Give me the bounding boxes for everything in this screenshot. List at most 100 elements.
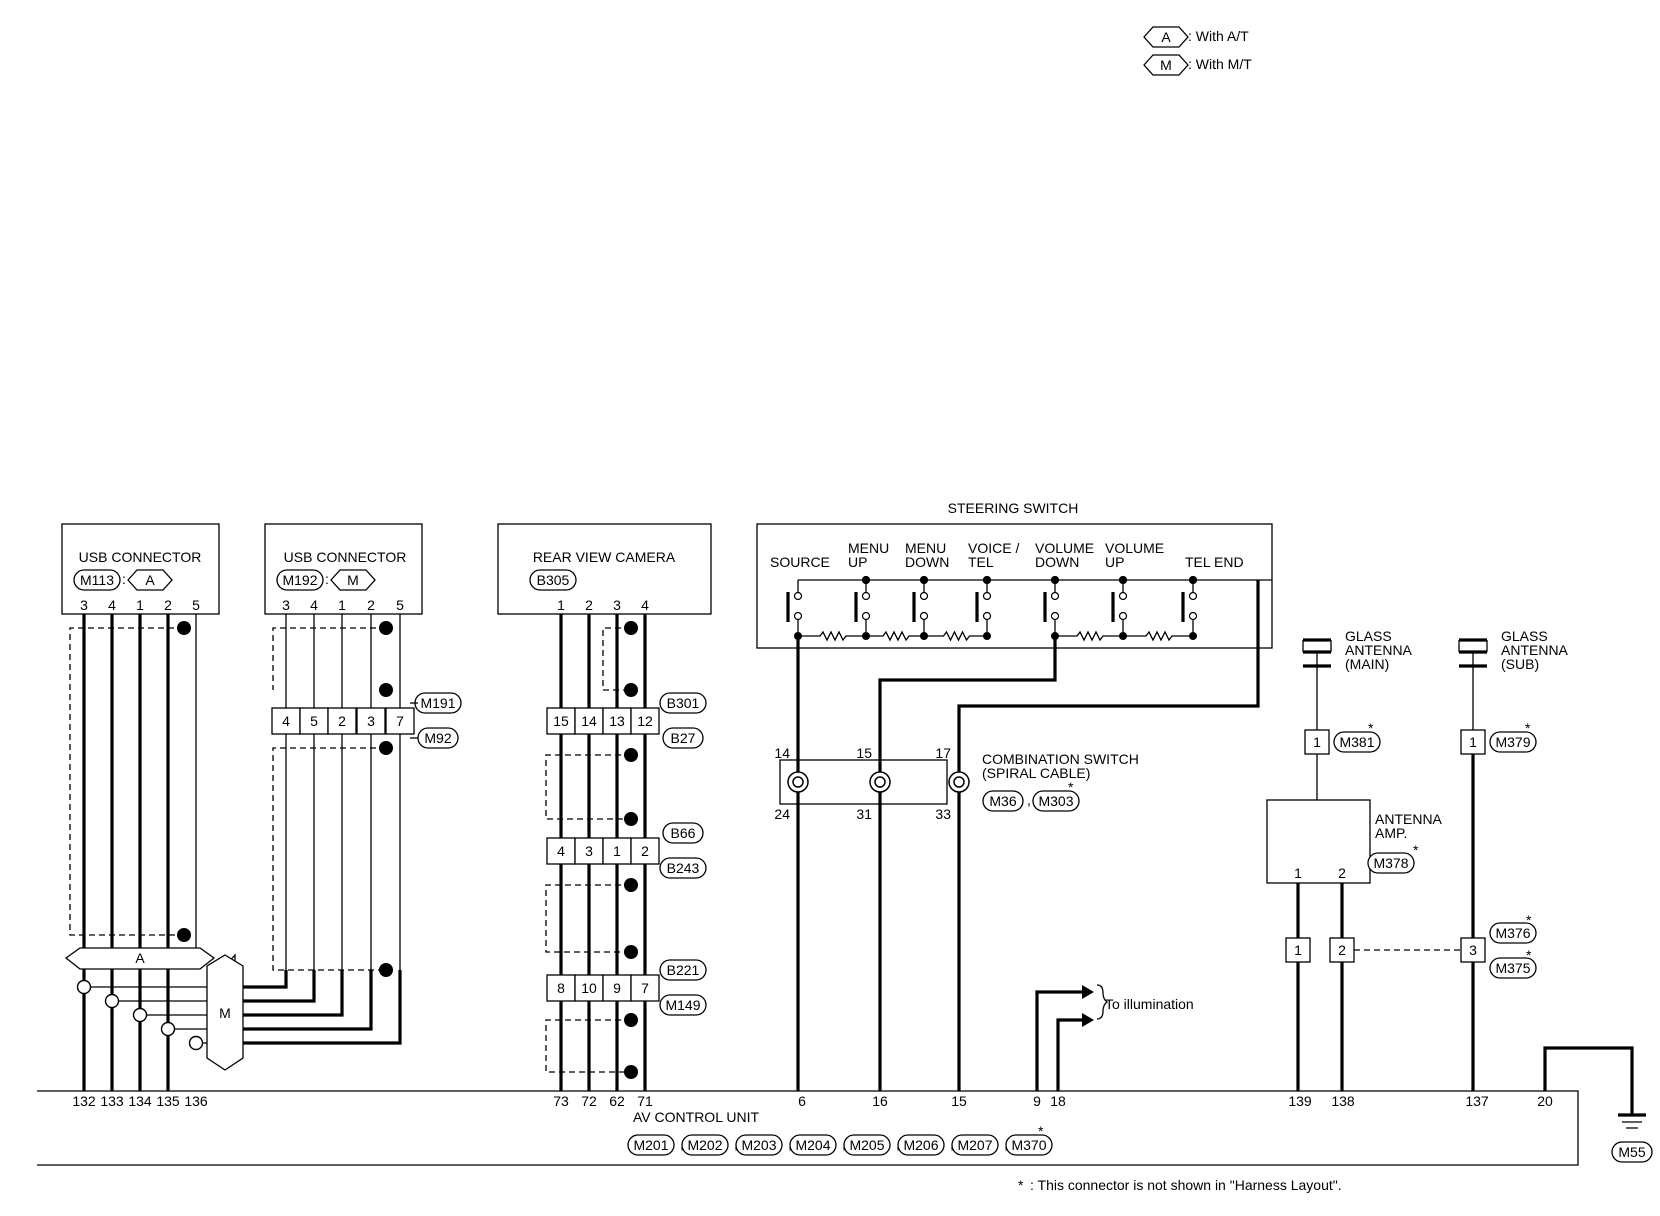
splice-dot xyxy=(624,812,638,826)
av-pin-137: 137 xyxy=(1465,1093,1489,1109)
footnote-star: * xyxy=(1526,912,1532,928)
camera-joint-pin: 9 xyxy=(613,980,621,996)
steering-out-tel xyxy=(957,580,1260,1091)
usb2-variant xyxy=(330,569,376,591)
switch-contact xyxy=(982,611,992,621)
antenna-joint-top-label: M376 xyxy=(1495,925,1530,941)
steering-label-0: SOURCE xyxy=(770,554,830,570)
usb2-joint-cell xyxy=(385,707,415,735)
av-pin-134: 134 xyxy=(128,1093,152,1109)
spiral-terminal-inner xyxy=(874,776,886,788)
usb2-joint-cell xyxy=(299,707,329,735)
comb-connector-1 xyxy=(982,790,1024,812)
amp-pin-1: 1 xyxy=(1294,865,1302,881)
splice-a-ring xyxy=(104,993,120,1009)
illum-wire-1 xyxy=(1035,990,1086,1091)
splice-dot xyxy=(379,741,393,755)
comb-upper-pin: 15 xyxy=(856,745,872,761)
spiral-terminal xyxy=(787,771,809,793)
splice-a-ring xyxy=(160,1021,176,1037)
camera-joint-pin: 15 xyxy=(553,713,569,729)
av-connector-M203-label: M203 xyxy=(741,1137,776,1153)
usb2-connector xyxy=(276,569,324,591)
usb2-shield-top xyxy=(272,627,386,690)
av-connector-M207 xyxy=(951,1134,999,1156)
usb1-title: USB CONNECTOR xyxy=(79,549,202,565)
usb2-to-splice-m xyxy=(243,970,288,989)
splice-dot xyxy=(379,621,393,635)
antenna-sub-pin-box xyxy=(1460,729,1486,755)
combination-title: COMBINATION SWITCH(SPIRAL CABLE) xyxy=(982,751,1139,781)
steering-label-6: TEL END xyxy=(1185,554,1244,570)
splice-dot xyxy=(624,945,638,959)
resistor xyxy=(798,630,866,642)
splice-m-body xyxy=(206,954,244,1071)
av-connector-M204 xyxy=(789,1134,837,1156)
usb1-variant xyxy=(127,569,173,591)
camera-shield-4 xyxy=(545,1019,631,1073)
camera-joint-B27-label: B27 xyxy=(671,730,696,746)
usb2-joint-bottom-label: M92 xyxy=(424,730,451,746)
spiral-terminal-inner xyxy=(792,776,804,788)
comma: , xyxy=(1027,792,1031,808)
usb2-joint-pin: 3 xyxy=(367,713,375,729)
illum-wire-2 xyxy=(1056,1018,1086,1091)
camera-pin-3: 3 xyxy=(613,597,621,613)
footnote-star: * xyxy=(1413,842,1419,858)
av-pin-18: 18 xyxy=(1050,1093,1066,1109)
splice-dot xyxy=(624,878,638,892)
antenna-main-conn-label: M381 xyxy=(1339,734,1374,750)
ladder-dot xyxy=(983,632,991,640)
ground-wire xyxy=(1543,1046,1634,1115)
antenna-amp-conn xyxy=(1367,852,1415,874)
antenna-joint-cell xyxy=(1460,937,1486,963)
antenna-amp-box xyxy=(1266,799,1371,884)
resistor xyxy=(924,630,987,642)
av-connector-M207-label: M207 xyxy=(957,1137,992,1153)
camera-joint-B301 xyxy=(659,692,707,714)
camera-joint-B221-label: B221 xyxy=(667,962,700,978)
camera-joint-pin: 1 xyxy=(613,843,621,859)
antenna-sub-conn xyxy=(1489,731,1537,753)
camera-joint-pin: 4 xyxy=(557,843,565,859)
switch-contact xyxy=(1118,591,1128,601)
av-connector-M202 xyxy=(681,1134,729,1156)
usb1-pin-2: 2 xyxy=(164,597,172,613)
usb2-variant-label: M xyxy=(347,572,359,588)
usb2-title: USB CONNECTOR xyxy=(284,549,407,565)
av-connector-M201-label: M201 xyxy=(633,1137,668,1153)
footnote-star: * xyxy=(1038,1123,1044,1139)
av-pin-62: 62 xyxy=(609,1093,625,1109)
usb2-pin-4: 4 xyxy=(310,597,318,613)
camera-joint-M149-label: M149 xyxy=(665,997,700,1013)
av-pin-9: 9 xyxy=(1033,1093,1041,1109)
footnote-star: * xyxy=(1018,1177,1024,1193)
ladder-dot xyxy=(920,632,928,640)
switch-contact xyxy=(1188,611,1198,621)
ladder-dot xyxy=(1189,632,1197,640)
usb2-to-splice-m xyxy=(243,970,402,1045)
av-pin-6: 6 xyxy=(798,1093,806,1109)
camera-shield-2 xyxy=(545,754,631,820)
antenna-joint-bottom xyxy=(1489,957,1537,979)
usb2-connector-label: M192 xyxy=(282,572,317,588)
comb-connector-2-label: M303 xyxy=(1038,793,1073,809)
av-pin-138: 138 xyxy=(1331,1093,1355,1109)
comb-upper-pin: 17 xyxy=(935,745,951,761)
arrow-head xyxy=(1082,985,1094,999)
av-connector-M202-label: M202 xyxy=(687,1137,722,1153)
av-pin-15: 15 xyxy=(951,1093,967,1109)
camera-connector-label: B305 xyxy=(537,572,570,588)
usb2-shield-bottom xyxy=(272,747,386,971)
camera-joint-cell xyxy=(602,837,632,865)
av-connector-M370-label: M370 xyxy=(1011,1137,1046,1153)
av-connector-M205 xyxy=(843,1134,891,1156)
comb-upper-pin: 14 xyxy=(774,745,790,761)
usb2-pin-5: 5 xyxy=(396,597,404,613)
camera-pin-2: 2 xyxy=(585,597,593,613)
